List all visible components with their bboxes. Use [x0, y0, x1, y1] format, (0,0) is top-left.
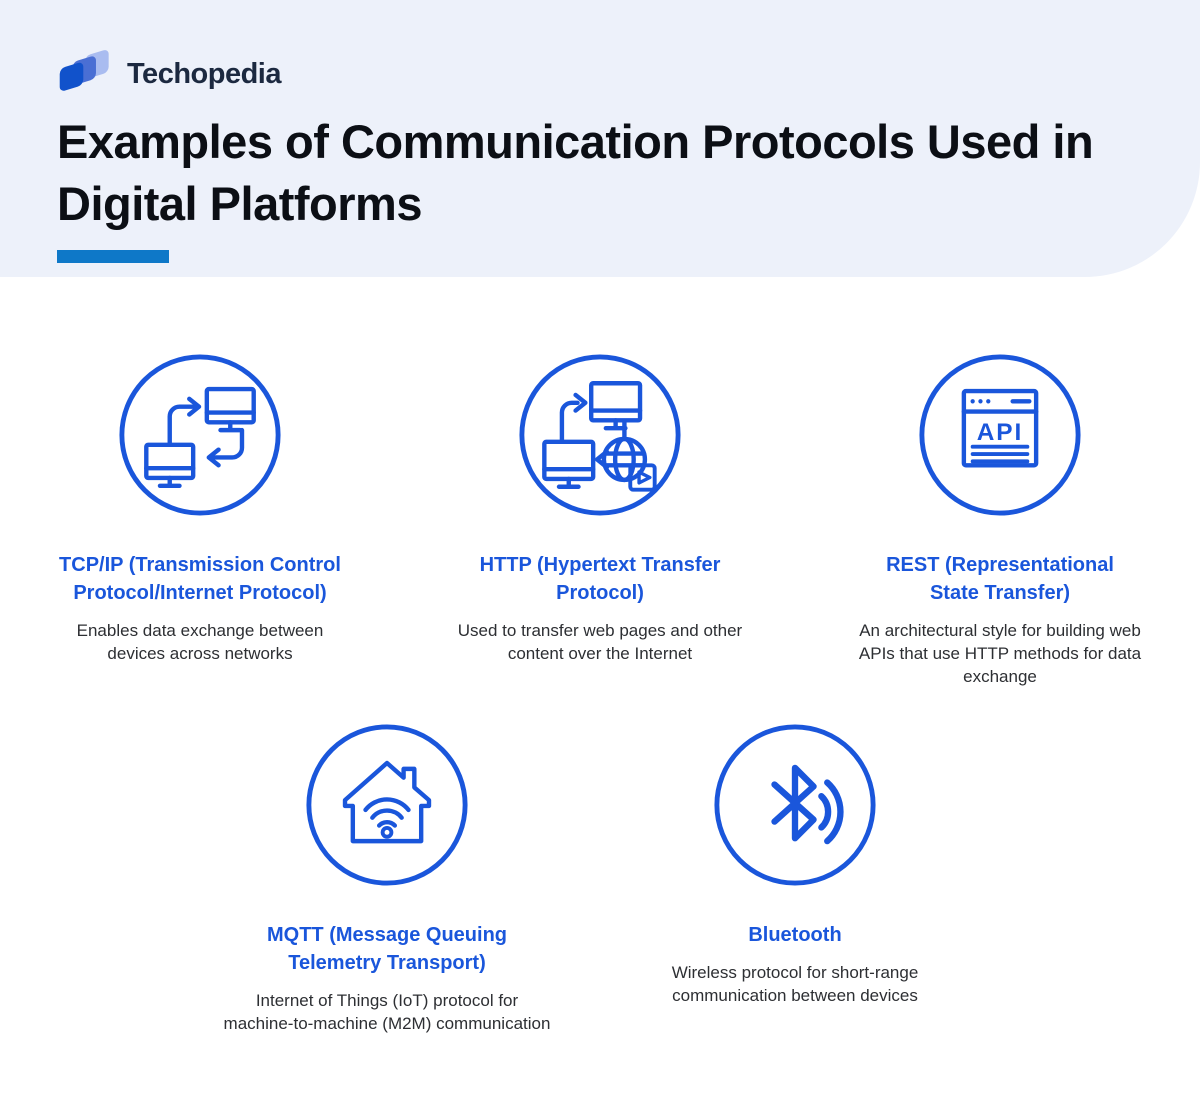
protocol-name: HTTP (Hypertext Transfer Protocol) — [479, 554, 721, 604]
brand-name: Techopedia — [127, 57, 282, 90]
bluetooth-signal-icon — [712, 722, 878, 888]
techopedia-logo-icon — [59, 50, 109, 91]
protocols-section: TCP/IP (Transmission Control Protocol/In… — [0, 277, 1200, 1035]
protocol-card-bluetooth: Bluetooth Wireless protocol for short-ra… — [595, 722, 995, 1035]
page-title: Examples of Communication Protocols Used… — [57, 115, 1094, 230]
api-label: API — [977, 419, 1024, 446]
protocol-card-tcpip: TCP/IP (Transmission Control Protocol/In… — [0, 352, 400, 688]
protocol-description: Enables data exchange between devices ac… — [76, 621, 324, 663]
protocol-name: Bluetooth — [748, 924, 842, 946]
protocol-description: Used to transfer web pages and other con… — [457, 621, 743, 663]
brand: Techopedia — [57, 45, 1140, 103]
smart-home-wifi-icon — [304, 722, 470, 888]
header: Techopedia Examples of Communication Pro… — [0, 0, 1200, 277]
title-accent-bar — [57, 250, 169, 263]
protocol-description: Wireless protocol for short-range commun… — [671, 963, 919, 1005]
protocol-description: Internet of Things (IoT) protocol for ma… — [223, 991, 551, 1033]
networked-monitors-exchange-icon — [117, 352, 283, 518]
protocol-card-rest: API REST (Representational State Transfe… — [800, 352, 1200, 688]
protocols-row-2: MQTT (Message Queuing Telemetry Transpor… — [0, 722, 1200, 1035]
protocol-name: MQTT (Message Queuing Telemetry Transpor… — [266, 924, 508, 974]
protocol-description: An architectural style for building web … — [858, 621, 1142, 686]
monitor-globe-transfer-icon — [517, 352, 683, 518]
protocol-card-http: HTTP (Hypertext Transfer Protocol) Used … — [400, 352, 800, 688]
protocol-name: REST (Representational State Transfer) — [886, 554, 1114, 604]
protocol-card-mqtt: MQTT (Message Queuing Telemetry Transpor… — [187, 722, 587, 1035]
protocols-row-1: TCP/IP (Transmission Control Protocol/In… — [0, 352, 1200, 688]
api-browser-window-icon: API — [917, 352, 1083, 518]
protocol-name: TCP/IP (Transmission Control Protocol/In… — [59, 554, 341, 604]
